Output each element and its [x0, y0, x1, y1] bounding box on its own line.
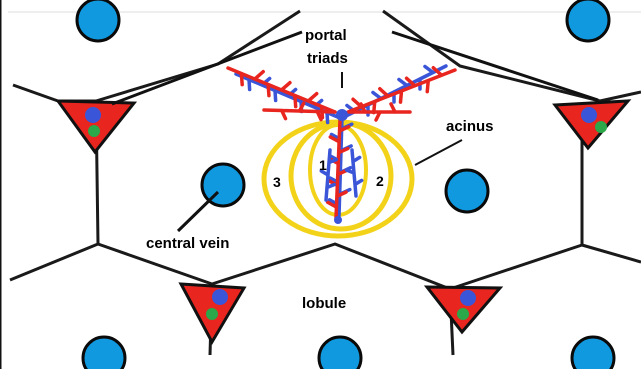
portal-junction	[336, 109, 348, 121]
central-vein	[572, 337, 614, 369]
central-vein	[83, 337, 125, 369]
acinus-zone-2-label: 2	[376, 173, 384, 189]
portal-triad	[427, 287, 500, 332]
central-vein	[567, 0, 609, 41]
acinus-zone-1-label: 1	[319, 157, 327, 173]
portal-triad	[555, 101, 628, 148]
portal-leader-right	[392, 32, 598, 100]
portal-triads-label-line2: triads	[307, 50, 348, 67]
acinus-label: acinus	[446, 118, 494, 135]
central-vein	[77, 0, 119, 41]
central-vein-label: central vein	[146, 235, 229, 252]
central-vein-leader	[178, 192, 218, 231]
acinus-leader	[415, 140, 462, 165]
arterial-branch	[264, 103, 335, 119]
lobule-label: lobule	[302, 295, 346, 312]
central-vein	[319, 337, 361, 369]
central-vein	[446, 170, 488, 212]
vessel-tip	[334, 216, 342, 224]
vascular-branches	[228, 66, 455, 224]
arterial-branch	[348, 68, 455, 113]
portal-vein-branch	[236, 74, 340, 123]
portal-triad	[181, 284, 244, 342]
acinus-zone-3-label: 3	[273, 174, 281, 190]
portal-triads-label-line1: portal	[305, 27, 347, 44]
portal-triad	[58, 101, 134, 152]
